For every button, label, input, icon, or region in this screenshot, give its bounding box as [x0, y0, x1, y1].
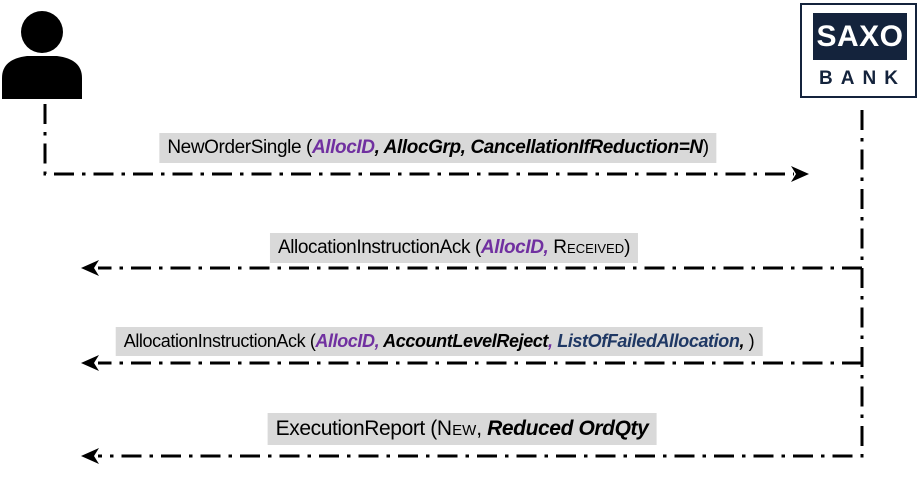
label-segment: ): [624, 237, 631, 258]
label-segment: AccountLevelReject: [379, 331, 549, 351]
label-segment: ,: [548, 331, 553, 351]
label-segment: AllocID,: [315, 331, 380, 351]
label-segment: AllocID,: [480, 237, 549, 258]
label-segment: AllocationInstructionAck (: [277, 237, 481, 258]
message-3-arrowhead-left: [81, 355, 99, 371]
person-body: [2, 56, 82, 99]
message-1-arrowhead-right: [791, 166, 809, 182]
label-segment: AllocID: [311, 137, 375, 158]
label-segment: ,: [476, 417, 488, 440]
bank-lifeline-and-message-4-line: [98, 110, 864, 458]
client-lifeline-and-message-1-line: [43, 104, 794, 176]
logo-bank-text: BANK: [819, 68, 906, 89]
person-icon-svg: [2, 11, 82, 99]
label-segment: ExecutionReport (: [275, 417, 438, 440]
label-segment: ): [744, 331, 755, 351]
label-segment: ListOfFailedAllocation: [552, 331, 740, 351]
message-2-arrowhead-left: [81, 260, 99, 276]
label-segment: Reduced OrdQty: [487, 417, 649, 440]
label-segment: AllocationInstructionAck (: [123, 331, 316, 351]
person-icon: [2, 9, 86, 99]
message-4-arrowhead-left: [81, 448, 99, 464]
label-segment: Received: [553, 237, 625, 258]
saxo-bank-logo: SAXO BANK: [800, 3, 917, 98]
label-segment: ,: [739, 331, 745, 351]
message-label-new-order-single: NewOrderSingle (AllocID, AllocGrp, Cance…: [159, 133, 717, 163]
person-head: [21, 11, 63, 53]
message-label-allocation-instruction-ack-reject: AllocationInstructionAck (AllocID, Accou…: [115, 327, 763, 356]
label-segment: ): [702, 137, 709, 158]
message-label-allocation-instruction-ack-received: AllocationInstructionAck (AllocID, Recei…: [269, 233, 639, 263]
label-segment: New: [436, 417, 477, 440]
message-label-execution-report: ExecutionReport (New, Reduced OrdQty: [267, 413, 657, 446]
logo-saxo-text: SAXO: [813, 13, 907, 60]
label-segment: , AllocGrp, CancellationIfReduction=N: [374, 137, 704, 158]
label-segment: NewOrderSingle (: [167, 137, 312, 158]
